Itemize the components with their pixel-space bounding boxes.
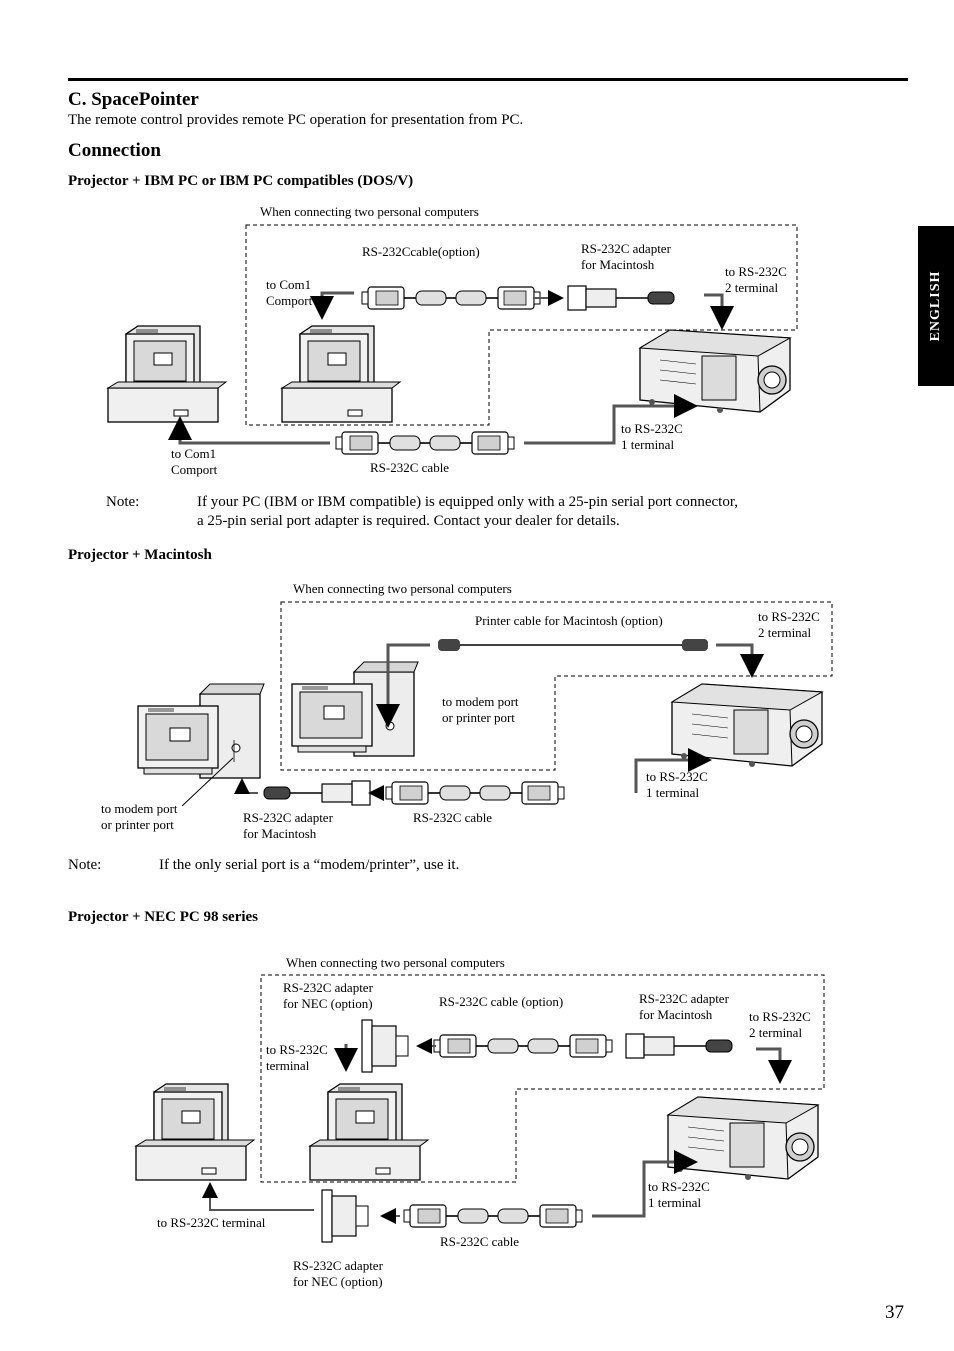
s3-to-term-left-label: to RS-232C terminal <box>266 1042 328 1073</box>
s1-to-term2-label: to RS-232C 2 terminal <box>725 264 787 295</box>
section-title: C. SpacePointer <box>68 89 199 110</box>
s1-adapter-mac-label: RS-232C adapter for Macintosh <box>581 241 671 272</box>
s1-to-com1-bottom-label: to Com1 Comport <box>171 446 218 477</box>
s3-to-term-bottom-label: to RS-232C terminal <box>157 1215 266 1230</box>
s1-to-com1-top-label: to Com1 Comport <box>266 277 313 308</box>
s3-adapter-nec-top-label: RS-232C adapter for NEC (option) <box>283 980 373 1011</box>
s3-adapter-nec-bottom-label: RS-232C adapter for NEC (option) <box>293 1258 383 1289</box>
section2-heading: Projector + Macintosh <box>68 547 212 563</box>
diagram-mac <box>137 601 833 807</box>
s2-note-text: If the only serial port is a “modem/prin… <box>159 857 460 873</box>
s1-note-line2: a 25-pin serial port adapter is required… <box>197 513 620 529</box>
s2-printer-cable-label: Printer cable for Macintosh (option) <box>475 613 663 628</box>
s3-cable-label: RS-232C cable <box>440 1234 520 1249</box>
s2-to-term1-label: to RS-232C 1 terminal <box>646 769 708 800</box>
s2-adapter-mac-label: RS-232C adapter for Macintosh <box>243 810 333 841</box>
s1-two-pc-label: When connecting two personal computers <box>260 204 479 219</box>
language-tab-label: ENGLISH <box>928 270 943 342</box>
s2-modem-top-label: to modem port or printer port <box>442 694 519 725</box>
s1-cable-option-label: RS-232Ccable(option) <box>362 244 480 259</box>
diagram-nec <box>135 974 825 1243</box>
diagram-ibm <box>107 224 798 455</box>
s1-cable-label: RS-232C cable <box>370 460 450 475</box>
s2-to-term2-label: to RS-232C 2 terminal <box>758 609 820 640</box>
language-tab: ENGLISH <box>918 226 954 386</box>
s2-note-label: Note: <box>68 857 102 873</box>
s1-note-line1: If your PC (IBM or IBM compatible) is eq… <box>197 494 738 510</box>
s2-two-pc-label: When connecting two personal computers <box>293 581 512 596</box>
s1-note-label: Note: <box>106 494 140 510</box>
section1-heading: Projector + IBM PC or IBM PC compatibles… <box>68 173 414 189</box>
s1-to-term1-label: to RS-232C 1 terminal <box>621 421 683 452</box>
s3-cable-option-label: RS-232C cable (option) <box>439 994 564 1009</box>
s2-cable-label: RS-232C cable <box>413 810 493 825</box>
page-number: 37 <box>885 1302 904 1323</box>
top-rule <box>68 78 908 81</box>
connection-title: Connection <box>68 140 161 161</box>
s3-to-term2-label: to RS-232C 2 terminal <box>749 1009 811 1040</box>
intro-text: The remote control provides remote PC op… <box>68 112 524 128</box>
s3-to-term1-label: to RS-232C 1 terminal <box>648 1179 710 1210</box>
s2-modem-bottom-label: to modem port or printer port <box>101 801 178 832</box>
s3-adapter-mac-label: RS-232C adapter for Macintosh <box>639 991 729 1022</box>
s3-two-pc-label: When connecting two personal computers <box>286 955 505 970</box>
section3-heading: Projector + NEC PC 98 series <box>68 909 259 925</box>
